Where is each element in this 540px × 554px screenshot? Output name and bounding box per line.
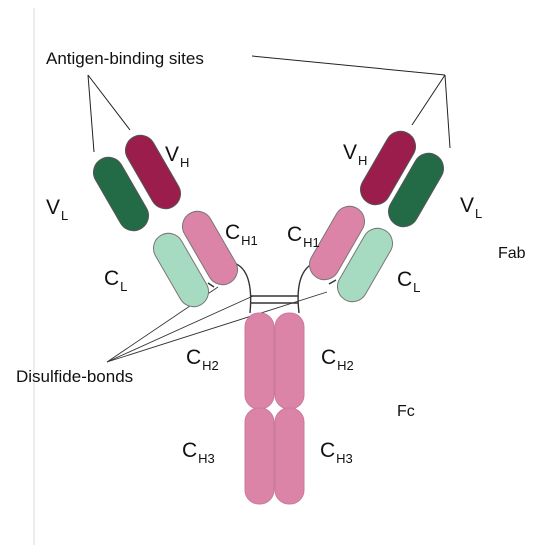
vh-label-right: VH (343, 142, 367, 167)
vl-label-right: VL (460, 195, 482, 220)
fab-label: Fab (498, 246, 526, 262)
fc-label: Fc (397, 404, 415, 420)
ch3-label-left: CH3 (182, 440, 215, 465)
cl-label-left: CL (104, 268, 127, 293)
ch2-label-right: CH2 (321, 347, 354, 372)
vh-label-left: VH (165, 144, 189, 169)
antigen-binding-sites-label: Antigen-binding sites (46, 50, 204, 67)
ch1-label-right: CH1 (287, 224, 320, 249)
disulfide-bonds-label: Disulfide-bonds (16, 368, 133, 385)
ch3-domain-left (245, 408, 274, 504)
ch2-domain-left (245, 313, 274, 409)
ch3-label-right: CH3 (320, 440, 353, 465)
ch3-domain-right (275, 408, 304, 504)
cl-label-right: CL (397, 269, 420, 294)
vl-label-left: VL (46, 197, 68, 222)
ch1-label-left: CH1 (225, 222, 258, 247)
ch2-domain-right (275, 313, 304, 409)
ch2-label-left: CH2 (186, 347, 219, 372)
